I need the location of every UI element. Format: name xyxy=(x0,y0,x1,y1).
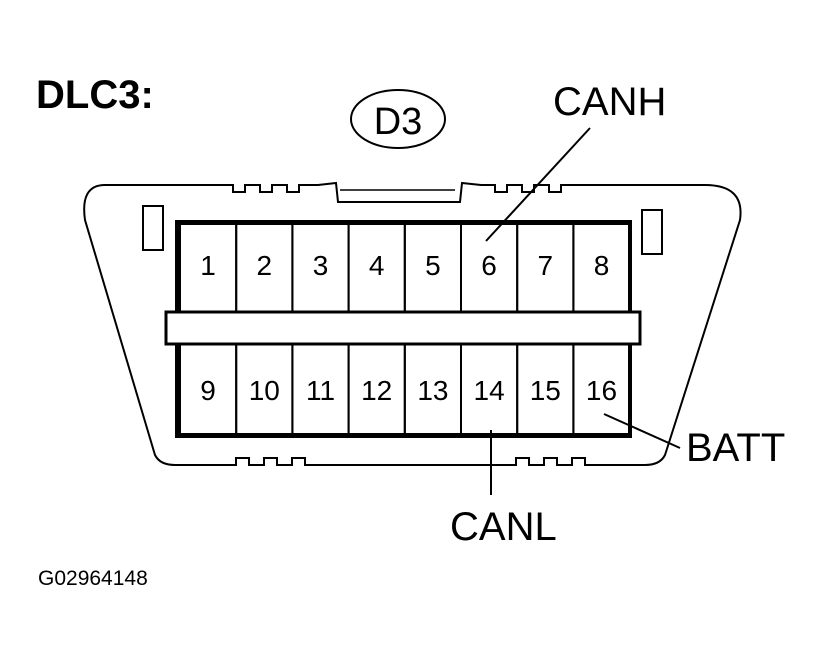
pin-number: 13 xyxy=(417,375,448,406)
pin-cell xyxy=(572,223,631,313)
callout-canh: CANH xyxy=(553,80,666,124)
pin-number: 16 xyxy=(586,375,617,406)
pin-number: 12 xyxy=(361,375,392,406)
pin-number: 8 xyxy=(594,250,610,281)
pin-number: 14 xyxy=(474,375,505,406)
canh-leader-line xyxy=(485,127,591,242)
diagram-title: DLC3: xyxy=(36,73,154,117)
pin-cell xyxy=(572,343,631,435)
pin-number: 6 xyxy=(481,250,497,281)
connector-code: D3 xyxy=(374,101,423,143)
connector-housing xyxy=(83,181,742,466)
pin-number: 1 xyxy=(200,250,216,281)
pin-row-top: 1 2 3 4 5 6 7 8 xyxy=(179,223,631,313)
right-latch-slot xyxy=(641,209,663,255)
connector-code-ellipse xyxy=(350,89,446,149)
pin-number: 3 xyxy=(313,250,329,281)
pin-number: 5 xyxy=(425,250,441,281)
callout-batt: BATT xyxy=(686,426,785,470)
pin-number: 4 xyxy=(369,250,385,281)
pin-number: 2 xyxy=(257,250,273,281)
figure-reference-id: G02964148 xyxy=(38,567,148,590)
pin-row-bottom: 9 10 11 12 13 14 15 16 xyxy=(179,343,631,435)
pin-number: 11 xyxy=(306,375,335,406)
pin-number: 9 xyxy=(200,375,216,406)
pin-number: 15 xyxy=(530,375,561,406)
pin-number: 10 xyxy=(249,375,280,406)
callout-canl: CANL xyxy=(450,505,557,549)
pin-number: 7 xyxy=(538,250,554,281)
left-latch-slot xyxy=(142,205,164,251)
batt-leader-line xyxy=(603,413,681,449)
center-divider-bar xyxy=(164,310,642,346)
